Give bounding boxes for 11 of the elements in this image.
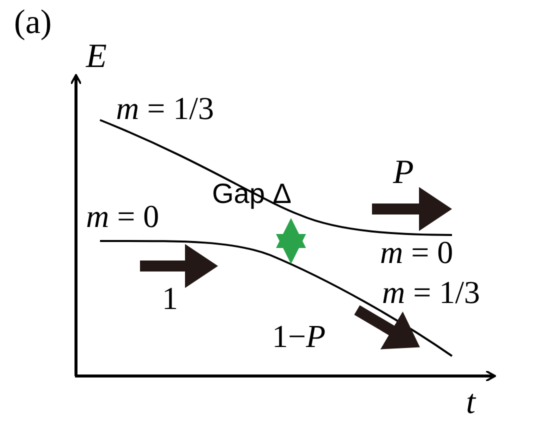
axis-label: E [86,40,107,74]
probability-label: P [393,156,414,190]
gap-label: Gap Δ [212,180,292,208]
state-label: m = 0 [380,236,454,268]
probability-label: 1−P [272,320,326,352]
axis-label: t [466,386,476,420]
state-label: m = 1/3 [382,276,480,308]
state-label: m = 1/3 [116,92,214,124]
state-label: m = 0 [86,200,160,232]
panel-label: (a) [14,6,52,40]
probability-label: 1 [162,282,178,314]
